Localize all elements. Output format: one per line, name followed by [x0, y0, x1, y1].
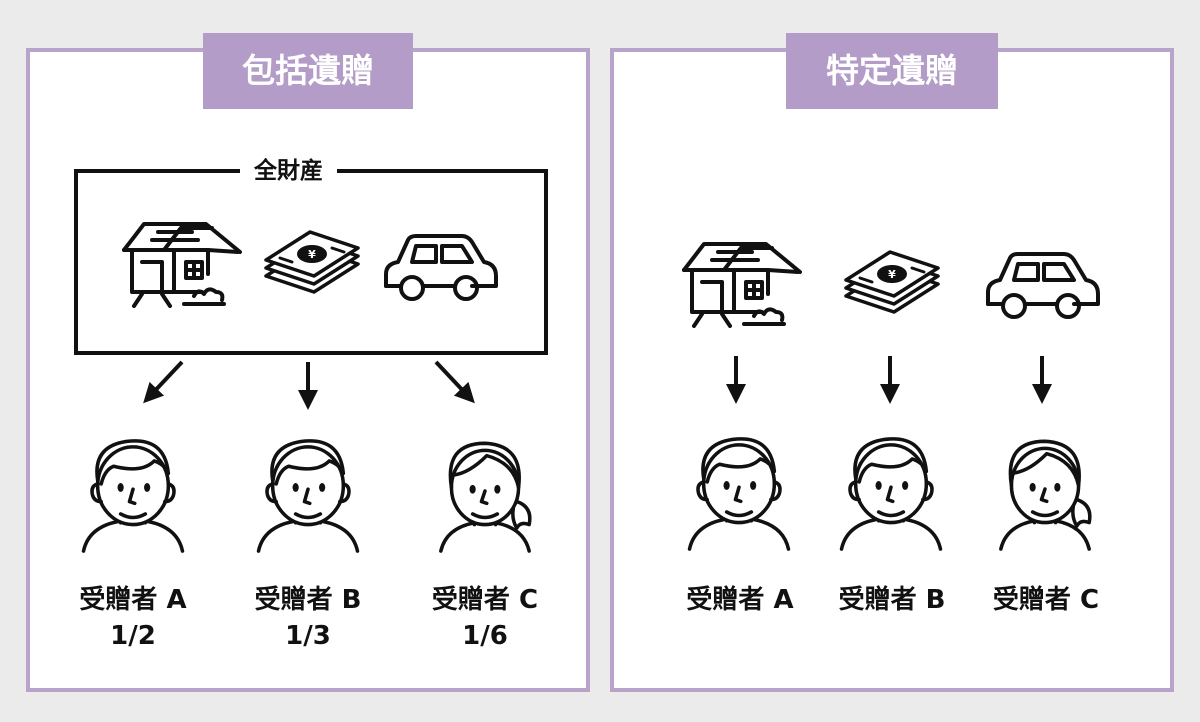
all-assets-label: 全財産	[240, 156, 337, 186]
car-icon	[982, 250, 1102, 322]
recipient-share: 1/2	[110, 621, 156, 651]
recipient-b-label: 受贈者 B 1/3	[218, 582, 398, 654]
man-face-icon	[838, 426, 944, 552]
recipient-a-label: 受贈者 A 1/2	[43, 582, 223, 654]
woman-face-icon	[992, 426, 1098, 552]
recipient-share: 1/6	[462, 621, 508, 651]
arrow-down-c	[1032, 356, 1052, 404]
man-face-icon	[80, 428, 186, 554]
arrow-down-center	[298, 362, 318, 410]
recipient-b-label: 受贈者 B	[838, 585, 946, 615]
right-panel-title: 特定遺贈	[786, 33, 998, 109]
recipient-share: 1/3	[285, 621, 331, 651]
house-icon	[682, 238, 802, 328]
man-face-icon	[255, 428, 361, 554]
man-face-icon	[686, 426, 792, 552]
left-panel-title: 包括遺贈	[203, 33, 413, 109]
arrow-diagonal-left	[143, 360, 184, 404]
recipient-name: 受贈者 C	[431, 585, 539, 615]
recipient-a-label: 受贈者 A	[686, 585, 794, 615]
recipient-name: 受贈者 B	[254, 585, 362, 615]
arrow-diagonal-right	[434, 360, 475, 404]
car-icon	[380, 232, 500, 304]
recipient-c-label: 受贈者 C 1/6	[395, 582, 575, 654]
yen-money-stack-icon	[842, 246, 942, 316]
arrow-down-b	[880, 356, 900, 404]
woman-face-icon	[432, 428, 538, 554]
arrow-down-a	[726, 356, 746, 404]
recipient-name: 受贈者 A	[79, 585, 187, 615]
recipient-c-label: 受贈者 C	[992, 585, 1100, 615]
house-icon	[122, 218, 242, 308]
yen-money-stack-icon	[262, 226, 362, 296]
